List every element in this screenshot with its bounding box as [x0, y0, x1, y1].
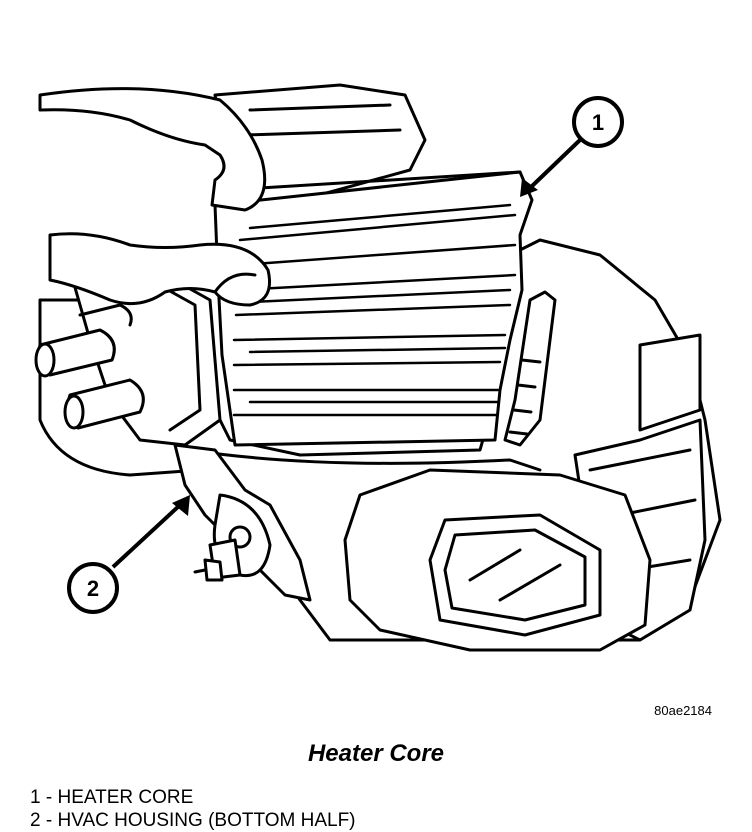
heater-core-illustration: 1 2: [34, 83, 722, 652]
legend-item: 1 - HEATER CORE: [30, 786, 356, 809]
hand-upper: [38, 87, 267, 212]
figure-caption: Heater Core: [307, 740, 445, 767]
figure-id: 80ae2184: [654, 703, 712, 718]
callout-2: 2: [67, 495, 190, 614]
legend-label: HEATER CORE: [57, 787, 194, 808]
callout-1-number: 1: [592, 110, 604, 135]
callout-2-number: 2: [87, 576, 99, 601]
heater-core: [34, 170, 534, 447]
legend-item: 2 - HVAC HOUSING (BOTTOM HALF): [30, 809, 356, 832]
legend-number: 1: [30, 787, 41, 808]
hand-lower: [48, 232, 271, 307]
sensor-tube: [503, 290, 557, 447]
legend-label: HVAC HOUSING (BOTTOM HALF): [57, 810, 356, 831]
legend-number: 2: [30, 810, 41, 831]
legend-separator: -: [45, 787, 53, 808]
legend-separator: -: [45, 810, 53, 831]
legend: 1 - HEATER CORE 2 - HVAC HOUSING (BOTTOM…: [30, 786, 356, 832]
callout-1: 1: [520, 96, 624, 197]
